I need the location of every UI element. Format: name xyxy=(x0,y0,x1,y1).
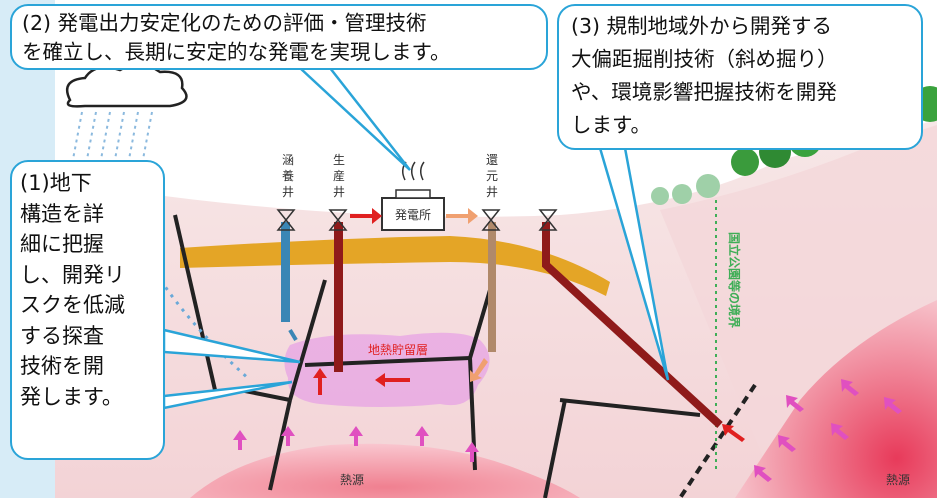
callout-output-stabilization: (2) 発電出力安定化のための評価・管理技術 を確立し、長期に安定的な発電を実現… xyxy=(10,4,548,70)
flow-arrow-up xyxy=(313,368,327,395)
arrow-from-plant xyxy=(446,208,478,224)
flow-arrow-directional xyxy=(722,424,745,442)
svg-text:井: 井 xyxy=(486,185,498,199)
svg-text:産: 産 xyxy=(333,168,345,183)
well-label-kanyo: 涵 養 井 xyxy=(282,153,294,199)
heat-source-center xyxy=(190,443,580,498)
cloud-icon xyxy=(65,63,188,108)
well-label-kangen: 還 元 井 xyxy=(486,153,498,199)
heat-arrows-right xyxy=(754,379,902,482)
svg-text:涵: 涵 xyxy=(282,153,294,167)
production-well xyxy=(328,209,348,372)
heat-source-center-label: 熱源 xyxy=(340,473,364,487)
arrow-to-plant xyxy=(350,208,382,224)
well-label-seisan: 生 産 井 xyxy=(333,153,345,199)
power-plant: 発電所 xyxy=(381,161,445,231)
heat-source-right-label: 熱源 xyxy=(886,473,910,487)
boundary-label: 国立公園等の境界 xyxy=(727,232,742,328)
dashed-fault xyxy=(678,383,757,498)
svg-text:井: 井 xyxy=(282,185,294,199)
svg-text:還: 還 xyxy=(486,153,498,167)
callout-exploration-technology: (1)地下 構造を詳 細に把握 し、開発リ スクを低減 する探査 技術を開 発し… xyxy=(10,160,165,460)
svg-text:発電所: 発電所 xyxy=(395,208,431,222)
flow-arrow-down xyxy=(470,358,488,382)
faults xyxy=(173,214,701,498)
svg-text:元: 元 xyxy=(486,169,498,183)
heat-source-right xyxy=(735,300,937,498)
callout-directional-drilling: (3) 規制地域外から開発する 大偏距掘削技術（斜め掘り） や、環境影響把握技術… xyxy=(557,4,923,150)
flow-arrow-left xyxy=(375,373,410,387)
svg-text:井: 井 xyxy=(333,185,345,199)
reservoir-label: 地熱貯留層 xyxy=(368,343,428,357)
reinjection-well xyxy=(481,209,501,352)
heat-arrows-center xyxy=(233,426,479,462)
recharge-well xyxy=(276,209,298,342)
svg-text:生: 生 xyxy=(333,153,345,167)
directional-well xyxy=(538,209,723,428)
svg-text:養: 養 xyxy=(282,168,294,183)
